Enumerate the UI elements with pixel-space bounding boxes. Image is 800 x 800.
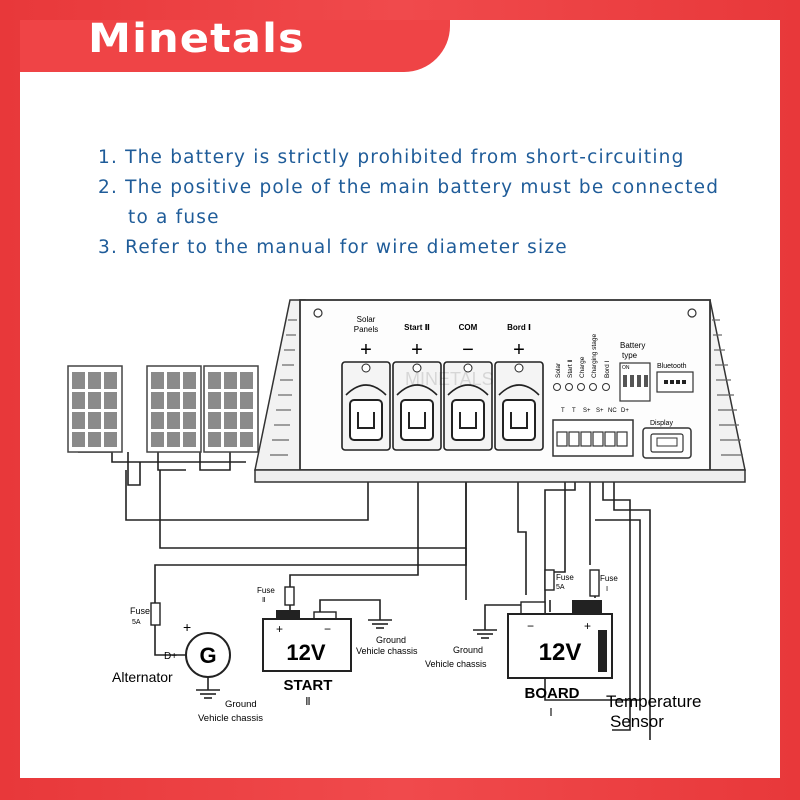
note-item: 3. Refer to the manual for wire diameter… bbox=[98, 237, 568, 258]
board-ground-label: Ground bbox=[453, 645, 483, 655]
terminal-block bbox=[341, 361, 544, 451]
solar-panel-icon bbox=[146, 365, 202, 453]
board-battery-label: BOARD bbox=[525, 685, 580, 702]
svg-text:type: type bbox=[622, 351, 638, 360]
indicator-labels: Solar Start Ⅱ Charge Charging stage Bord… bbox=[555, 334, 611, 378]
watermark: MINETALS bbox=[405, 369, 494, 389]
svg-text:T: T bbox=[572, 408, 576, 414]
svg-text:Solar: Solar bbox=[555, 362, 562, 378]
battery-terminal-positive bbox=[276, 610, 300, 619]
alternator-fuse-label: Fuse bbox=[130, 606, 150, 616]
note-item-continuation: to a fuse bbox=[128, 207, 220, 228]
battery-type-label: Battery bbox=[620, 341, 645, 350]
ground-icon bbox=[368, 619, 392, 629]
svg-text:D+: D+ bbox=[621, 408, 629, 414]
led-icon bbox=[565, 383, 573, 391]
start-fuse-numeral: Ⅱ bbox=[262, 597, 265, 604]
svg-text:Bord Ⅰ: Bord Ⅰ bbox=[604, 360, 611, 378]
temperature-sensor-label-2: Sensor bbox=[610, 712, 664, 731]
led-icon bbox=[602, 383, 610, 391]
signal-terminal-strip bbox=[552, 419, 634, 457]
board-battery-voltage: 12V bbox=[539, 639, 582, 666]
temperature-probe-icon bbox=[598, 630, 607, 672]
dip-switch[interactable]: ON bbox=[619, 362, 651, 402]
led-icon bbox=[553, 383, 561, 391]
board-battery-numeral: Ⅰ bbox=[549, 707, 552, 719]
svg-text:−: − bbox=[324, 622, 331, 636]
svg-text:S+: S+ bbox=[596, 408, 604, 414]
terminal-label-solar-2: Panels bbox=[354, 325, 378, 334]
svg-text:S+: S+ bbox=[583, 408, 591, 414]
bluetooth-label: Bluetooth bbox=[657, 363, 687, 370]
fuse-icon bbox=[589, 569, 600, 597]
plus-sign: + bbox=[513, 339, 525, 361]
svg-text:Start Ⅱ: Start Ⅱ bbox=[567, 359, 574, 378]
small-terminal-labels: T T S+ S+ NC D+ bbox=[561, 408, 629, 414]
bluetooth-port[interactable] bbox=[656, 371, 694, 393]
start-ground-label: Ground bbox=[376, 635, 406, 645]
plus-sign: + bbox=[411, 339, 423, 361]
terminal-label-com: COM bbox=[459, 323, 478, 332]
svg-text:Charge: Charge bbox=[579, 356, 586, 378]
solar-panel-icon bbox=[67, 365, 123, 453]
brand-header bbox=[20, 20, 450, 72]
minus-sign: − bbox=[462, 339, 474, 361]
indicator-led-row bbox=[553, 383, 610, 391]
board-chassis-label: Vehicle chassis bbox=[425, 659, 487, 669]
ground-icon bbox=[196, 677, 220, 699]
svg-text:+: + bbox=[276, 622, 283, 636]
svg-text:+: + bbox=[584, 619, 591, 633]
ground-icon bbox=[473, 629, 497, 639]
alternator-symbol: G bbox=[199, 643, 216, 668]
start-chassis-label: Vehicle chassis bbox=[356, 646, 418, 656]
led-icon bbox=[589, 383, 597, 391]
note-item: 2. The positive pole of the main battery… bbox=[98, 177, 720, 198]
instruction-notes: 1. The battery is strictly prohibited fr… bbox=[98, 143, 719, 263]
board-fuse-rating: 5A bbox=[556, 584, 565, 591]
fuse-icon bbox=[544, 569, 555, 591]
start-battery-icon bbox=[262, 618, 352, 672]
start-fuse-label: Fuse bbox=[257, 586, 275, 595]
alternator-fuse-rating: 5A bbox=[132, 619, 141, 626]
svg-text:+: + bbox=[183, 619, 191, 635]
display-label: Display bbox=[650, 420, 673, 427]
svg-text:Charging stage: Charging stage bbox=[591, 334, 598, 378]
alternator-ground-label: Ground bbox=[225, 699, 257, 710]
terminal-label-solar: Solar bbox=[357, 315, 376, 324]
battery-terminal-negative bbox=[520, 601, 546, 615]
terminal-label-start: Start Ⅱ bbox=[404, 323, 430, 332]
alternator-d-label: D+ bbox=[164, 651, 177, 662]
battery-terminal-positive bbox=[572, 600, 602, 614]
start-battery-group: Fuse Ⅱ + − 12V START Ⅱ Ground Vehicle ch… bbox=[257, 586, 418, 708]
svg-text:ON: ON bbox=[622, 365, 630, 371]
solar-panel-group bbox=[67, 365, 259, 453]
led-icon bbox=[577, 383, 585, 391]
note-item: 1. The battery is strictly prohibited fr… bbox=[98, 147, 685, 168]
alternator-label: Alternator bbox=[112, 669, 173, 685]
board-fuse2-label: Fuse bbox=[600, 574, 618, 583]
start-battery-numeral: Ⅱ bbox=[305, 696, 310, 708]
fuse-icon bbox=[284, 586, 295, 606]
solar-panel-icon bbox=[203, 365, 259, 453]
alternator-chassis-label: Vehicle chassis bbox=[198, 713, 263, 724]
board-battery-group: Fuse 5A Fuse Ⅰ − + 12V BOARD Ⅰ Ground Ve… bbox=[425, 569, 618, 719]
board-fuse2-numeral: Ⅰ bbox=[606, 586, 608, 593]
controller-unit: Solar Panels Start Ⅱ COM Bord Ⅰ + + − + bbox=[254, 299, 746, 483]
plus-sign: + bbox=[360, 339, 372, 361]
board-battery-icon bbox=[507, 613, 613, 679]
terminal-label-bord: Bord Ⅰ bbox=[507, 323, 531, 332]
start-battery-label: START bbox=[284, 677, 333, 694]
svg-text:T: T bbox=[561, 408, 565, 414]
display-port[interactable] bbox=[642, 427, 692, 459]
brand-logo: Minetals bbox=[88, 16, 305, 62]
svg-text:−: − bbox=[527, 619, 534, 633]
temperature-sensor-label: Temperature bbox=[606, 692, 701, 711]
start-battery-voltage: 12V bbox=[286, 640, 325, 665]
board-fuse-label: Fuse bbox=[556, 573, 574, 582]
svg-text:NC: NC bbox=[608, 408, 617, 414]
fuse-icon bbox=[150, 602, 161, 626]
alternator-group: Fuse 5A D+ G + Alternator Ground Vehicle… bbox=[112, 602, 263, 724]
